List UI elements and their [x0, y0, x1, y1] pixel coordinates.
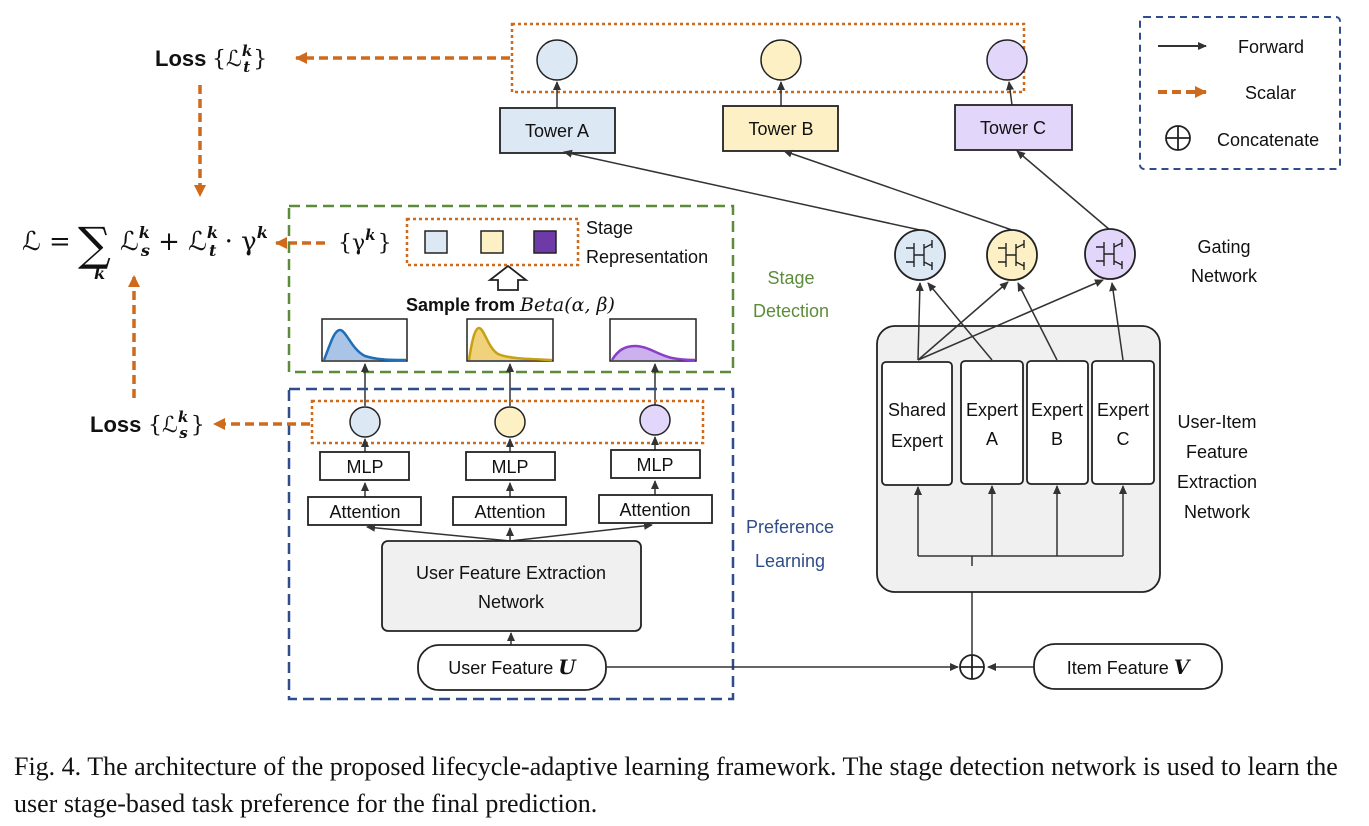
stage-rep-label-1: Stage — [586, 218, 633, 238]
mlp-a: MLP — [319, 451, 410, 481]
stage-detection-label-2: Detection — [753, 301, 829, 321]
svg-text:B: B — [1051, 429, 1063, 449]
stage-detection-box — [287, 204, 735, 374]
preference-a-node — [349, 406, 381, 438]
svg-text:Expert: Expert — [1097, 400, 1149, 420]
architecture-diagram: Forward Scalar Concatenate Tower A Tower… — [22, 16, 1341, 701]
svg-text:C: C — [1117, 429, 1130, 449]
svg-text:ℒ =: ℒ = — [22, 227, 71, 257]
user-feature-extraction-network: User Feature Extraction Network — [381, 540, 642, 632]
loss-t-prefix: Loss — [155, 46, 206, 71]
legend: Forward Scalar Concatenate — [1139, 16, 1341, 170]
svg-text:Attention: Attention — [619, 500, 690, 520]
attention-b: Attention — [452, 496, 567, 526]
stage-rep-label-2: Representation — [586, 247, 708, 267]
svg-text:Shared: Shared — [888, 400, 946, 420]
user-item-label-2: Feature — [1186, 442, 1248, 462]
svg-text:MLP: MLP — [636, 455, 673, 475]
svg-text:User Feature U: User Feature U — [448, 655, 577, 679]
loss-s-prefix: Loss — [90, 412, 141, 437]
sample-label: Sample from Beta(α, β) — [406, 294, 615, 316]
mlp-c: MLP — [610, 449, 701, 479]
svg-text:Network: Network — [478, 592, 545, 612]
user-item-label-3: Extraction — [1177, 472, 1257, 492]
output-b-node — [760, 39, 802, 81]
svg-text:MLP: MLP — [491, 457, 528, 477]
sample-up-arrow-icon — [487, 264, 529, 291]
stage-representation-box — [405, 217, 580, 267]
svg-text:Item Feature V: Item Feature V — [1067, 655, 1192, 679]
svg-text:Expert: Expert — [891, 431, 943, 451]
svg-text:A: A — [986, 429, 998, 449]
preference-b-node — [494, 406, 526, 438]
attention-c: Attention — [598, 494, 713, 524]
svg-text:MLP: MLP — [346, 457, 383, 477]
expert-b: Expert B — [1026, 360, 1089, 485]
gating-a-icon — [894, 229, 946, 281]
mlp-b: MLP — [465, 451, 556, 481]
shared-expert: Shared Expert — [881, 361, 953, 486]
beta-plot-a — [321, 318, 408, 362]
item-feature-node: Item Feature V — [1033, 643, 1223, 690]
expert-a: Expert A — [960, 360, 1024, 485]
user-feature-node: User Feature U — [417, 644, 607, 691]
legend-forward-label: Forward — [1238, 37, 1304, 57]
gating-b-icon — [986, 229, 1038, 281]
expert-c: Expert C — [1091, 360, 1155, 485]
svg-text:Attention: Attention — [474, 502, 545, 522]
preference-learning-label-2: Learning — [755, 551, 825, 571]
stage-c-square — [533, 230, 557, 254]
legend-scalar-label: Scalar — [1245, 83, 1296, 103]
tower-a: Tower A — [499, 107, 616, 154]
output-c-node — [986, 39, 1028, 81]
svg-text:User Feature Extraction: User Feature Extraction — [416, 563, 606, 583]
svg-text:{ℒkt}: {ℒkt} — [212, 42, 267, 76]
stage-a-square — [424, 230, 448, 254]
attention-a: Attention — [307, 496, 422, 526]
gamma-label: {γk} — [338, 226, 392, 256]
stage-b-square — [480, 230, 504, 254]
user-item-label-1: User-Item — [1177, 412, 1256, 432]
preference-learning-label-1: Preference — [746, 517, 834, 537]
preference-learning-box — [287, 387, 735, 701]
tower-b: Tower B — [722, 105, 839, 152]
tower-c-label: Tower C — [980, 118, 1046, 138]
preference-c-node — [639, 404, 671, 436]
svg-text:ℒks + ℒkt · γk: ℒks + ℒkt · γk — [120, 223, 268, 260]
beta-plot-b — [466, 318, 554, 362]
svg-text:Attention: Attention — [329, 502, 400, 522]
stage-detection-label-1: Stage — [767, 268, 814, 288]
user-item-label-4: Network — [1184, 502, 1251, 522]
tower-b-label: Tower B — [748, 119, 813, 139]
figure-caption: Fig. 4. The architecture of the proposed… — [14, 752, 1338, 818]
gating-label-1: Gating — [1197, 237, 1250, 257]
legend-concatenate-label: Concatenate — [1217, 130, 1319, 150]
gating-c-icon — [1084, 228, 1136, 280]
gating-label-2: Network — [1191, 266, 1258, 286]
svg-text:{ℒks}: {ℒks} — [148, 408, 205, 442]
svg-text:Expert: Expert — [1031, 400, 1083, 420]
svg-text:Expert: Expert — [966, 400, 1018, 420]
tower-c: Tower C — [954, 104, 1073, 151]
svg-text:∑: ∑ — [78, 217, 111, 271]
tower-a-label: Tower A — [525, 121, 589, 141]
svg-text:k: k — [94, 264, 105, 283]
beta-plot-c — [609, 318, 697, 362]
output-a-node — [536, 39, 578, 81]
